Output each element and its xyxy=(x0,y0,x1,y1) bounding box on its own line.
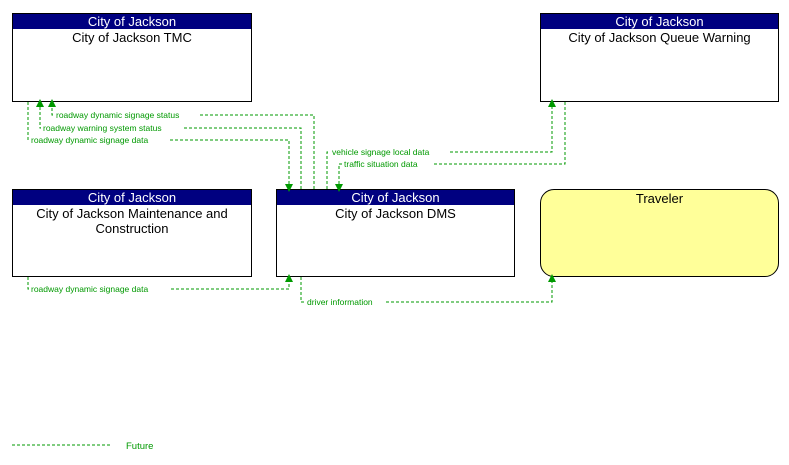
flow-label-roadway-dynamic-signage-status: roadway dynamic signage status xyxy=(56,110,179,120)
legend-future-label: Future xyxy=(126,441,153,452)
node-title: City of Jackson DMS xyxy=(335,206,456,221)
flow-label-roadway-dynamic-signage-data-tmc: roadway dynamic signage data xyxy=(31,135,148,145)
node-header: City of Jackson xyxy=(13,190,251,205)
node-city-of-jackson-queue-warning[interactable]: City of Jackson City of Jackson Queue Wa… xyxy=(540,13,779,102)
flow-label-roadway-dynamic-signage-data-maint: roadway dynamic signage data xyxy=(31,284,148,294)
node-city-of-jackson-maintenance[interactable]: City of Jackson City of Jackson Maintena… xyxy=(12,189,252,277)
node-title: City of Jackson Queue Warning xyxy=(568,30,751,45)
flow-label-traffic-situation-data: traffic situation data xyxy=(344,159,418,169)
flow-label-vehicle-signage-local-data: vehicle signage local data xyxy=(332,147,430,157)
flow-label-driver-information: driver information xyxy=(307,297,373,307)
flow-line-traffic-situation-data xyxy=(335,102,566,192)
node-city-of-jackson-dms[interactable]: City of Jackson City of Jackson DMS xyxy=(276,189,515,277)
node-title: Traveler xyxy=(635,191,684,206)
node-header: City of Jackson xyxy=(541,14,778,29)
node-header: City of Jackson xyxy=(13,14,251,29)
node-traveler[interactable]: Traveler xyxy=(540,189,779,277)
node-title: City of Jackson Maintenance and Construc… xyxy=(36,206,228,236)
flow-line-vehicle-signage-local-data xyxy=(326,99,556,189)
flow-line-roadway-dynamic-signage-data-tmc xyxy=(27,102,293,192)
flow-label-roadway-warning-system-status: roadway warning system status xyxy=(43,123,162,133)
node-city-of-jackson-tmc[interactable]: City of Jackson City of Jackson TMC xyxy=(12,13,252,102)
node-title: City of Jackson TMC xyxy=(72,30,192,45)
flow-line-driver-information xyxy=(300,274,556,303)
node-header: City of Jackson xyxy=(277,190,514,205)
